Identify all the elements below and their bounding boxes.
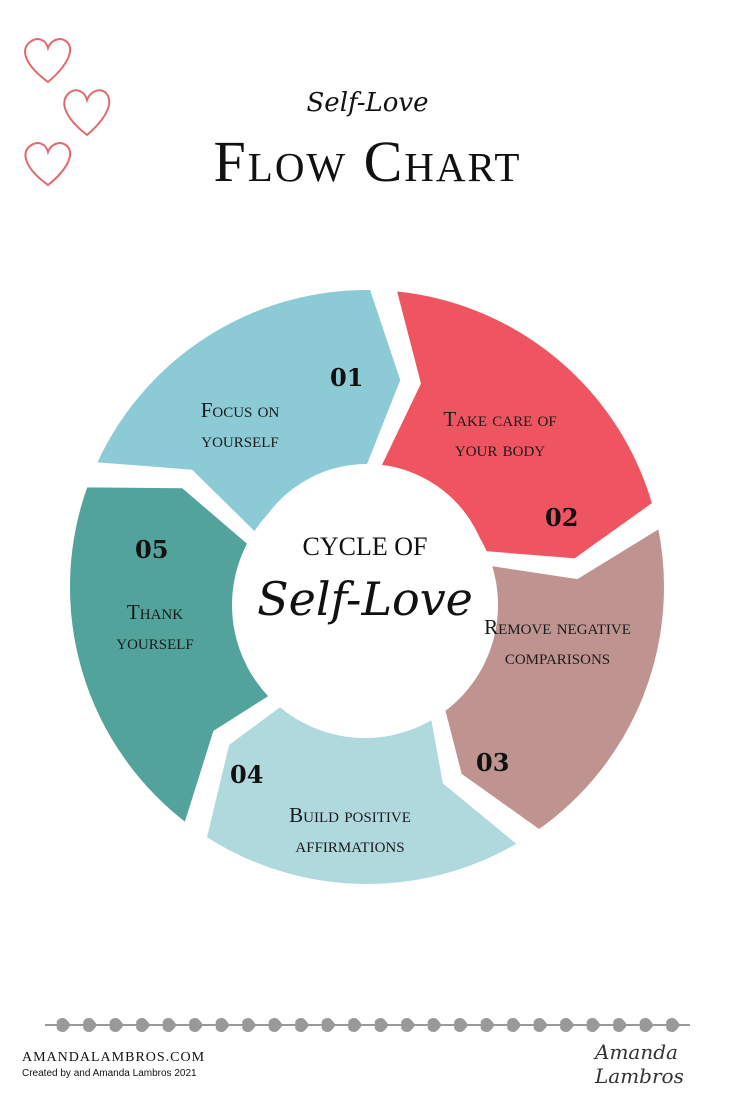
divider-heart-icon [480, 1018, 495, 1032]
center-script-text: Self-Love [257, 572, 473, 626]
step-number-5: 05 [135, 535, 169, 564]
divider-heart-icon [136, 1018, 151, 1032]
website-link[interactable]: AMANDALAMBROS.COM [22, 1050, 206, 1065]
divider-heart-icon [454, 1018, 469, 1032]
cycle-segment-1 [372, 284, 659, 565]
cycle-wheel [67, 284, 667, 887]
divider-heart-icon [586, 1018, 601, 1032]
step-label-4: Build positive affirmations [289, 803, 411, 857]
divider-heart-icon [613, 1018, 628, 1032]
hearts-divider [45, 1018, 690, 1032]
step-number-1: 01 [330, 363, 364, 392]
step-label-1: Focus on yourself [200, 398, 280, 452]
step-number-3: 03 [476, 748, 510, 777]
center-heading: CYCLE OF [302, 532, 428, 561]
page-title: Flow Chart [213, 129, 522, 194]
divider-heart-icon [162, 1018, 177, 1032]
divider-heart-icon [295, 1018, 310, 1032]
divider-heart-icon [374, 1018, 389, 1032]
script-title: Self-Love [306, 88, 429, 118]
divider-heart-icon [215, 1018, 230, 1032]
divider-heart-icon [83, 1018, 98, 1032]
signature-logo: Amanda Lambros [595, 1040, 684, 1088]
divider-heart-icon [401, 1018, 416, 1032]
center-circle [232, 472, 498, 738]
step-label-5: Thank yourself [116, 600, 194, 654]
divider-heart-icon [348, 1018, 363, 1032]
step-number-2: 02 [545, 503, 579, 532]
divider-heart-icon [560, 1018, 575, 1032]
step-label-3: Remove negative comparisons [484, 615, 631, 669]
step-number-4: 04 [230, 760, 264, 789]
divider-heart-icon [507, 1018, 522, 1032]
divider-heart-icon [189, 1018, 204, 1032]
divider-heart-icon [427, 1018, 442, 1032]
divider-heart-icon [533, 1018, 548, 1032]
divider-heart-icon [321, 1018, 336, 1032]
divider-heart-icon [242, 1018, 257, 1032]
divider-heart-icon [109, 1018, 124, 1032]
step-label-2: Take care of your body [443, 407, 557, 461]
divider-heart-icon [639, 1018, 654, 1032]
credit-text: Created by and Amanda Lambros 2021 [22, 1068, 197, 1079]
hearts-decoration-icon [24, 38, 111, 187]
divider-heart-icon [268, 1018, 283, 1032]
divider-heart-icon [666, 1018, 681, 1032]
divider-heart-icon [56, 1018, 71, 1032]
